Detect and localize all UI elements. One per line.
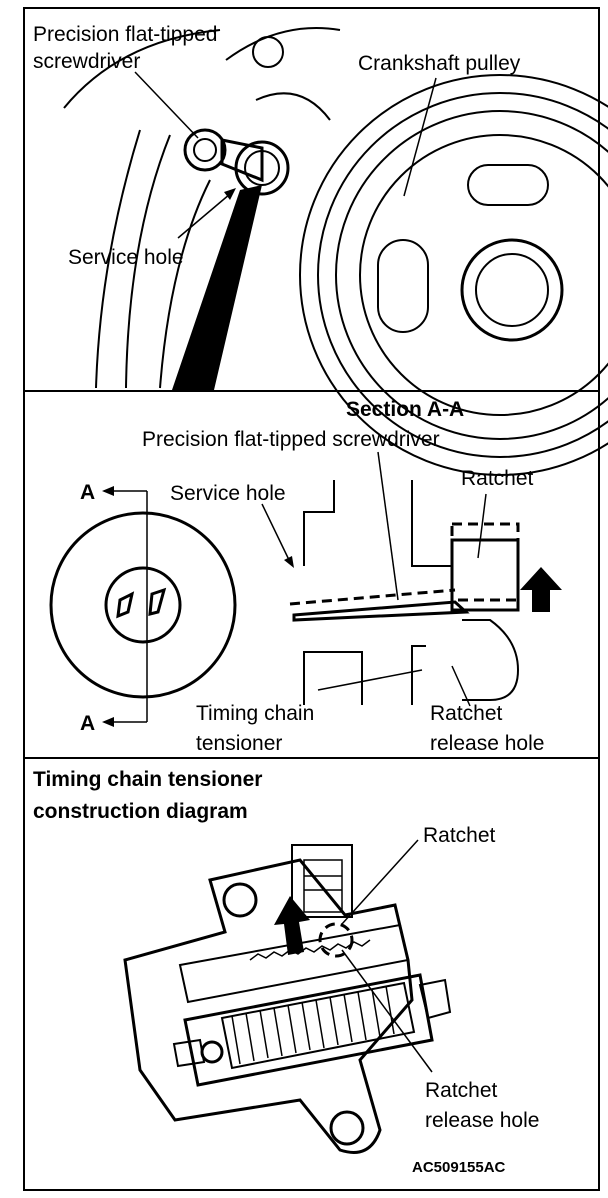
construction-title-line2: construction diagram <box>33 800 248 823</box>
screwdriver-handle <box>183 128 227 172</box>
panel-construction-diagram: Timing chain tensioner construction diag… <box>33 768 539 1176</box>
leader-service-hole <box>261 503 291 563</box>
spring-bore <box>220 981 416 1070</box>
up-arrow <box>274 896 310 955</box>
marker-a-bottom: A <box>80 712 95 735</box>
label-screwdriver-line2: screwdriver <box>33 50 140 73</box>
mount-hole-bottom <box>329 1110 365 1146</box>
figure-code: AC509155AC <box>412 1159 506 1176</box>
label-release-line1: Ratchet <box>425 1079 498 1102</box>
panel-section-view: Section A-A Precision flat-tipped screwd… <box>49 398 562 755</box>
release-hole <box>462 619 520 701</box>
end-cap <box>200 1040 224 1064</box>
leader-ratchet <box>341 839 419 925</box>
plunger-tip <box>418 978 452 1020</box>
pulley-ring <box>359 134 608 416</box>
label-release-line1: Ratchet <box>430 702 503 725</box>
leader-tensioner <box>317 669 423 691</box>
pin <box>172 1038 206 1068</box>
housing-wall <box>303 651 363 705</box>
release-hole-indicator <box>318 922 354 958</box>
screwdriver-shaft <box>220 138 264 183</box>
screwdriver-lifted-outline <box>289 588 456 606</box>
housing-wall <box>411 645 426 705</box>
leader-screwdriver <box>134 71 199 139</box>
pulley-ring-outer <box>299 74 608 476</box>
label-ratchet: Ratchet <box>461 467 534 490</box>
bore-slot <box>116 591 135 619</box>
marker-a-top: A <box>80 481 95 504</box>
pulley-ring <box>317 92 608 458</box>
diagram-frame <box>23 7 600 1191</box>
label-service-hole: Service hole <box>170 482 286 505</box>
panel-pulley-view: Precision flat-tipped screwdriver Cranks… <box>33 23 608 476</box>
ratchet-housing <box>291 844 353 918</box>
tensioner-body <box>123 858 414 1154</box>
bolt-hole <box>252 36 284 68</box>
pulley-hub <box>460 238 564 342</box>
mount-hole-top <box>222 882 258 918</box>
label-service-hole: Service hole <box>68 246 184 269</box>
cover-edge <box>159 179 211 389</box>
leader-arrowhead <box>284 556 294 568</box>
leader-release-hole <box>451 665 471 707</box>
leader-service-hole <box>177 193 231 239</box>
up-arrow <box>520 567 562 612</box>
pulley-slot <box>377 239 429 333</box>
section-bore-inner <box>104 566 182 644</box>
spring-housing <box>183 973 434 1087</box>
pulley-hub-inner <box>475 253 549 327</box>
cover-arc <box>255 92 331 121</box>
leader-ratchet <box>477 493 487 559</box>
cover-edge <box>95 129 141 389</box>
section-pointer <box>172 185 262 390</box>
construction-title-line1: Timing chain tensioner <box>33 768 262 791</box>
label-release-line2: release hole <box>430 732 544 755</box>
label-crankshaft-pulley: Crankshaft pulley <box>358 52 521 75</box>
label-tensioner-line1: Timing chain <box>196 702 314 725</box>
plunger-rack <box>178 923 410 1004</box>
label-screwdriver: Precision flat-tipped screwdriver <box>142 428 440 451</box>
service-hole <box>234 140 290 196</box>
housing-wall <box>303 480 335 566</box>
leader-pulley <box>403 77 437 197</box>
section-arrowhead <box>102 486 114 496</box>
bore-slot <box>148 587 167 616</box>
pulley-ring <box>335 110 608 440</box>
cover-arc <box>225 27 341 61</box>
label-ratchet: Ratchet <box>423 824 496 847</box>
leader-screwdriver <box>377 451 399 601</box>
housing-wall <box>411 480 452 567</box>
ratchet-slot <box>303 859 343 913</box>
screwdriver-blade <box>292 600 470 622</box>
section-bore-outer <box>49 511 237 699</box>
leader-release-hole <box>341 949 433 1073</box>
label-tensioner-line2: tensioner <box>196 732 282 755</box>
spring-coils <box>231 985 395 1065</box>
leader-arrowhead <box>224 188 236 200</box>
section-arrowhead <box>102 717 114 727</box>
section-title: Section A-A <box>346 398 464 421</box>
screwdriver-handle-inner <box>193 138 217 162</box>
cover-arc <box>63 29 221 109</box>
pulley-slot <box>467 164 549 206</box>
ratchet-raised-outline <box>450 522 520 602</box>
label-screwdriver-line1: Precision flat-tipped <box>33 23 217 46</box>
cover-edge <box>125 134 171 389</box>
label-release-line2: release hole <box>425 1109 539 1132</box>
